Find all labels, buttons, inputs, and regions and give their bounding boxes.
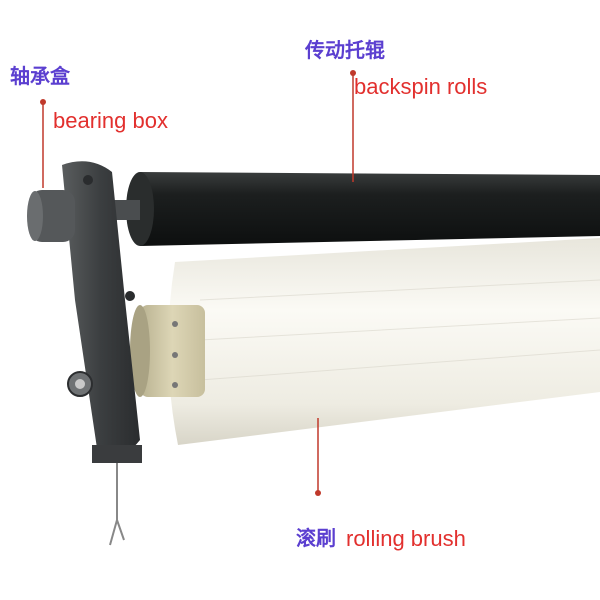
rolling-brush-label-cn: 滚刷 [296, 526, 336, 550]
backspin-rolls-label-cn: 传动托辊 [305, 38, 385, 62]
backspin-rolls-label-en: backspin rolls [354, 74, 488, 99]
rolling-brush [168, 238, 600, 445]
bearing-box-label-en: bearing box [53, 108, 168, 133]
bearing-box [27, 161, 142, 546]
rolling-brush-label-en: rolling brush [346, 526, 466, 551]
leader-lines [40, 70, 356, 496]
backspin-roller [110, 172, 600, 246]
bearing-box-label-cn: 轴承盒 [10, 64, 70, 88]
brush-end-cap [130, 305, 205, 397]
